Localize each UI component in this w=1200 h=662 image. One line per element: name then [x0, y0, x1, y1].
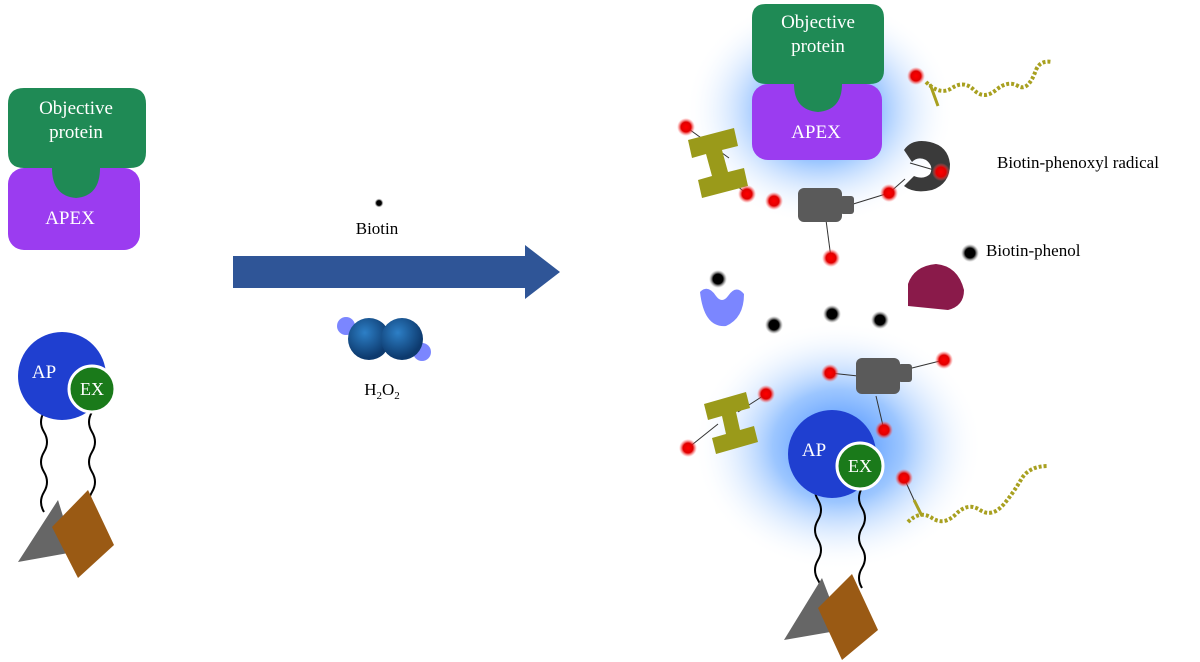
- biotin-phenol-dot: [765, 316, 783, 334]
- top-labeling-zone: Objective protein APEX Biotin-phenoxyl r…: [677, 0, 1159, 267]
- gray-protein-top: [798, 188, 854, 222]
- brown-diamond-target-bottom: [818, 574, 878, 660]
- brown-diamond-target: [52, 490, 114, 578]
- biotin-phenol-dot: [961, 244, 979, 262]
- gray-triangle-target: [18, 500, 74, 562]
- h2o2-label: H2O2: [364, 380, 400, 402]
- olive-protein-bottom: [704, 392, 758, 454]
- biotin-phenoxyl-radical-dot: [679, 439, 697, 457]
- ex-fragment-bottom: [835, 441, 885, 491]
- biotin-phenol-dot: [709, 270, 727, 288]
- biotin-phenol-dot: [823, 305, 841, 323]
- rna-strand-bottom-branch: [912, 499, 924, 517]
- biotin-phenoxyl-radical-dot: [935, 351, 953, 369]
- wavy-linker-left: [40, 411, 48, 513]
- objective-protein-label-line2: protein: [49, 122, 103, 143]
- left-split-apex-construct: AP EX: [18, 332, 117, 578]
- magenta-pacman-protein: [908, 264, 964, 310]
- olive-protein-top: [688, 128, 748, 198]
- ex-fragment: [67, 364, 117, 414]
- apex-label-top: APEX: [791, 122, 841, 143]
- gray-protein-bottom: [856, 358, 912, 394]
- objective-protein-label-top-line2: protein: [791, 36, 845, 57]
- wavy-linker-left-bottom: [814, 479, 822, 595]
- biotin-phenol-dot: [871, 311, 889, 329]
- ap-label: AP: [32, 362, 56, 383]
- h2o2-molecule: [337, 317, 431, 361]
- blue-cup-protein: [700, 288, 744, 327]
- rna-strand-bottom: [906, 464, 1049, 524]
- objective-protein-label-line1: Objective: [39, 98, 113, 119]
- biotin-phenoxyl-radical-dot: [677, 118, 695, 136]
- biotin-phenoxyl-radical-dot: [738, 185, 756, 203]
- biotin-phenoxyl-radical-dot: [895, 469, 913, 487]
- objective-protein-block-top: [752, 4, 884, 112]
- ex-label: EX: [80, 379, 104, 399]
- oxygen-atom-right: [381, 318, 423, 360]
- biotin-phenoxyl-radical-dot: [875, 421, 893, 439]
- rna-strand-top-branch: [928, 83, 940, 107]
- left-apex-construct: Objective protein APEX: [8, 88, 146, 250]
- reaction-step: Biotin H2O2: [233, 198, 560, 402]
- biotin-phenoxyl-radical-label: Biotin-phenoxyl radical: [997, 153, 1159, 172]
- apex-block-top: [752, 84, 882, 160]
- biotin-phenoxyl-radical-dot: [907, 67, 925, 85]
- rna-strand-top: [924, 59, 1053, 97]
- wavy-linker-right-bottom: [858, 487, 866, 589]
- biotin-phenoxyl-radical-dot: [932, 163, 950, 181]
- apex-block: [8, 168, 140, 250]
- middle-free-zone: Biotin-phenol: [700, 241, 1081, 334]
- bottom-labeling-zone: AP EX: [679, 321, 1049, 660]
- objective-protein-block: [8, 88, 146, 198]
- biotin-phenoxyl-radical-dot: [821, 364, 839, 382]
- biotin-label: Biotin: [356, 219, 399, 238]
- reaction-arrow: [233, 245, 560, 299]
- ap-label-bottom: AP: [802, 440, 826, 461]
- biotin-phenoxyl-radical-dot: [822, 249, 840, 267]
- biotin-phenol-label: Biotin-phenol: [986, 241, 1081, 260]
- biotin-dot: [374, 198, 384, 208]
- biotin-phenoxyl-radical-dot: [757, 385, 775, 403]
- biotin-phenoxyl-radical-dot: [880, 184, 898, 202]
- wavy-linker-right: [88, 411, 96, 513]
- ex-label-bottom: EX: [848, 456, 872, 476]
- objective-protein-label-top-line1: Objective: [781, 12, 855, 33]
- apex-label: APEX: [45, 208, 95, 229]
- oxygen-atom-left: [348, 318, 390, 360]
- biotin-phenoxyl-radical-dot: [765, 192, 783, 210]
